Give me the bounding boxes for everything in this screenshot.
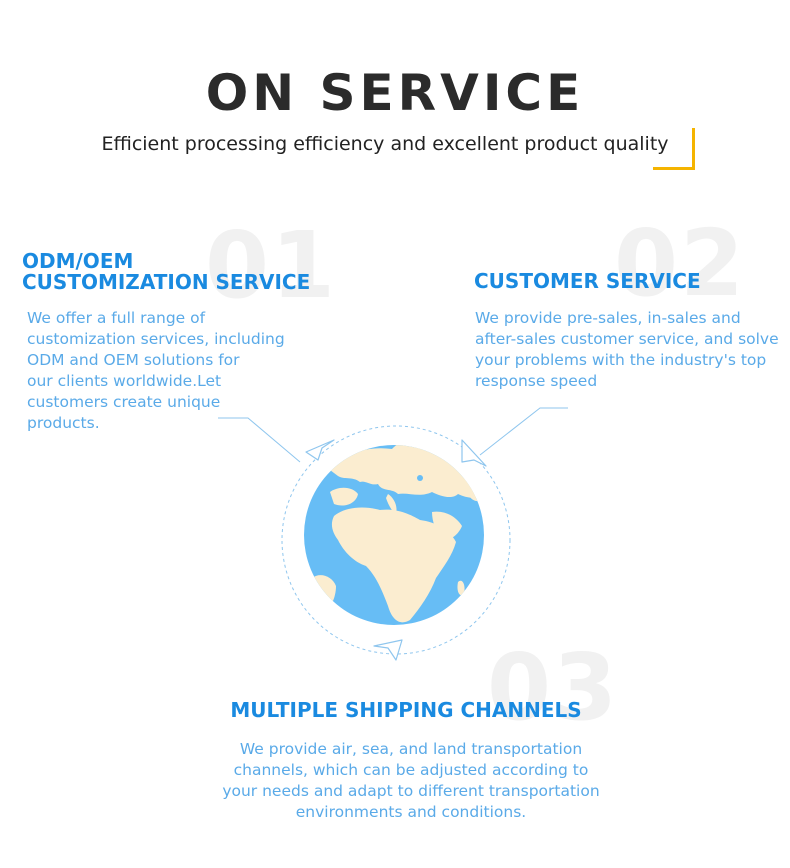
section-01-heading-line1: ODM/OEM (22, 249, 134, 273)
description-line: your problems with the industry's top (475, 351, 767, 369)
description-line: ODM and OEM solutions for (27, 351, 240, 369)
section-number-01: 01 (205, 212, 338, 319)
section-number-02: 02 (614, 210, 747, 317)
section-03-description: We provide air, sea, and land transporta… (0, 739, 790, 823)
description-line: customization services, including (27, 330, 285, 348)
description-line: We provide pre-sales, in-sales and (475, 309, 741, 327)
description-line: products. (27, 414, 100, 432)
section-02-description: We provide pre-sales, in-sales and after… (475, 308, 779, 392)
description-line: customers create unique (27, 393, 221, 411)
section-01-heading-line2: CUSTOMIZATION SERVICE (22, 270, 311, 294)
description-line: response speed (475, 372, 598, 390)
connector-line-right (479, 407, 568, 456)
description-line: environments and conditions. (295, 803, 527, 821)
subtitle-accent-bracket (653, 128, 695, 170)
description-line: channels, which can be adjusted accordin… (233, 761, 589, 779)
section-03-heading: MULTIPLE SHIPPING CHANNELS (230, 698, 582, 722)
description-line: We provide air, sea, and land transporta… (239, 740, 583, 758)
page-subtitle: Efficient processing efficiency and exce… (101, 133, 669, 155)
orbit-arrow-icon-3 (373, 639, 403, 661)
description-line: your needs and adapt to different transp… (222, 782, 600, 800)
description-line: after-sales customer service, and solve (475, 330, 779, 348)
orbit-dashed-circle (281, 425, 511, 655)
globe-icon (304, 445, 484, 625)
section-01-description: We offer a full range of customization s… (27, 308, 285, 434)
orbit-arrow-icon-2 (461, 439, 487, 467)
section-02-heading: CUSTOMER SERVICE (474, 269, 701, 293)
section-number-03: 03 (487, 634, 620, 741)
description-line: We offer a full range of (27, 309, 206, 327)
orbit-arrow-icon-1 (305, 439, 335, 461)
page-title: ON SERVICE (205, 64, 585, 122)
description-line: our clients worldwide.Let (27, 372, 222, 390)
